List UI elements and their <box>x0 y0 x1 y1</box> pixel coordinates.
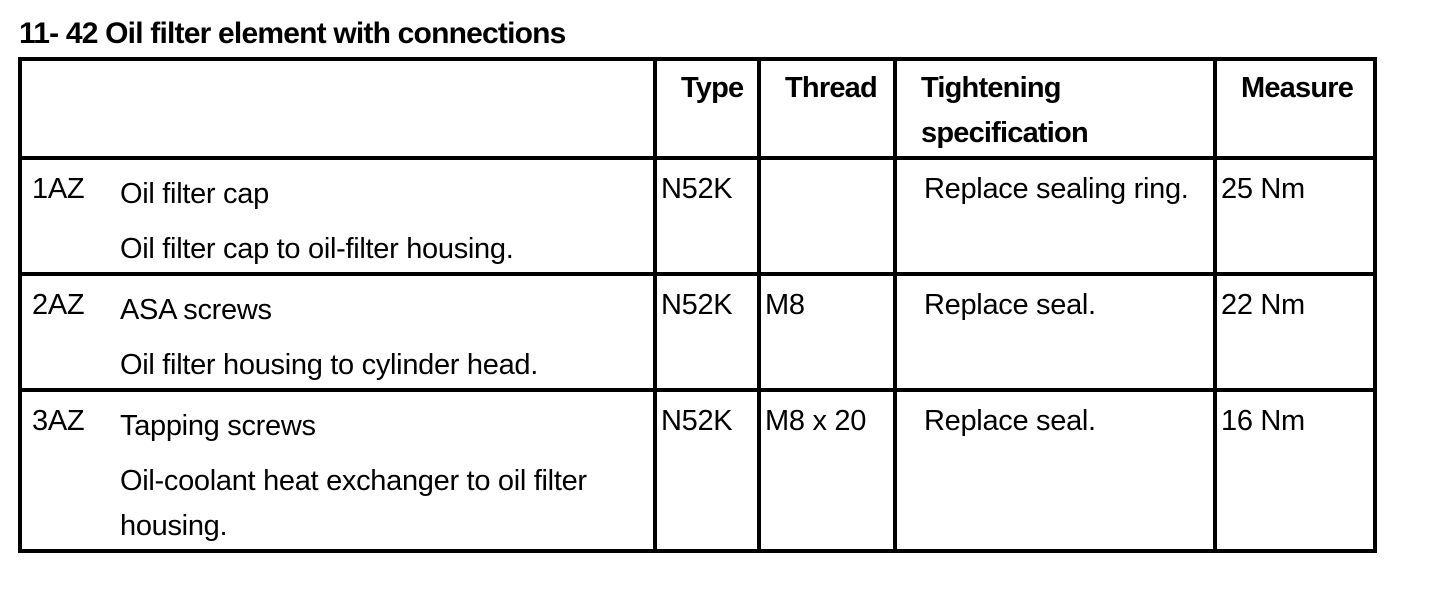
tightening-cell: Replace sealing ring. <box>893 156 1217 276</box>
type-cell: N52K <box>653 272 761 392</box>
item-name: ASA screws <box>120 294 272 326</box>
item-detail: Oil filter cap to oil-filter housing. <box>120 233 514 265</box>
item-name: Tapping screws <box>120 410 316 442</box>
table-row: 1AZ Oil filter cap Oil filter cap to oil… <box>18 156 1377 276</box>
item-detail: Oil-coolant heat exchanger to oil filter… <box>120 465 587 542</box>
tightening-spec-table: Type Thread Tightening specification Mea… <box>18 57 1377 553</box>
header-tightening-specification: Tightening specification <box>893 57 1217 160</box>
tightening-cell: Replace seal. <box>893 272 1217 392</box>
item-id: 1AZ <box>32 173 85 205</box>
header-type: Type <box>653 57 761 160</box>
thread-cell: M8 x 20 <box>757 388 897 553</box>
item-name: Oil filter cap <box>120 178 269 210</box>
measure-cell: 25 Nm <box>1213 156 1377 276</box>
tightening-cell: Replace seal. <box>893 388 1217 553</box>
header-thread: Thread <box>757 57 897 160</box>
table-header-row: Type Thread Tightening specification Mea… <box>18 57 1377 160</box>
description-cell: 1AZ Oil filter cap Oil filter cap to oil… <box>18 156 657 276</box>
measure-cell: 16 Nm <box>1213 388 1377 553</box>
thread-cell <box>757 156 897 276</box>
description-cell: 2AZ ASA screws Oil filter housing to cyl… <box>18 272 657 392</box>
header-description <box>18 57 657 160</box>
document-title: 11- 42 Oil filter element with connectio… <box>19 17 566 50</box>
item-id: 2AZ <box>32 289 85 321</box>
header-measure: Measure <box>1213 57 1377 160</box>
measure-cell: 22 Nm <box>1213 272 1377 392</box>
description-cell: 3AZ Tapping screws Oil-coolant heat exch… <box>18 388 657 553</box>
item-detail: Oil filter housing to cylinder head. <box>120 349 538 381</box>
table-row: 3AZ Tapping screws Oil-coolant heat exch… <box>18 388 1377 553</box>
type-cell: N52K <box>653 388 761 553</box>
type-cell: N52K <box>653 156 761 276</box>
item-id: 3AZ <box>32 405 85 437</box>
table-row: 2AZ ASA screws Oil filter housing to cyl… <box>18 272 1377 392</box>
thread-cell: M8 <box>757 272 897 392</box>
